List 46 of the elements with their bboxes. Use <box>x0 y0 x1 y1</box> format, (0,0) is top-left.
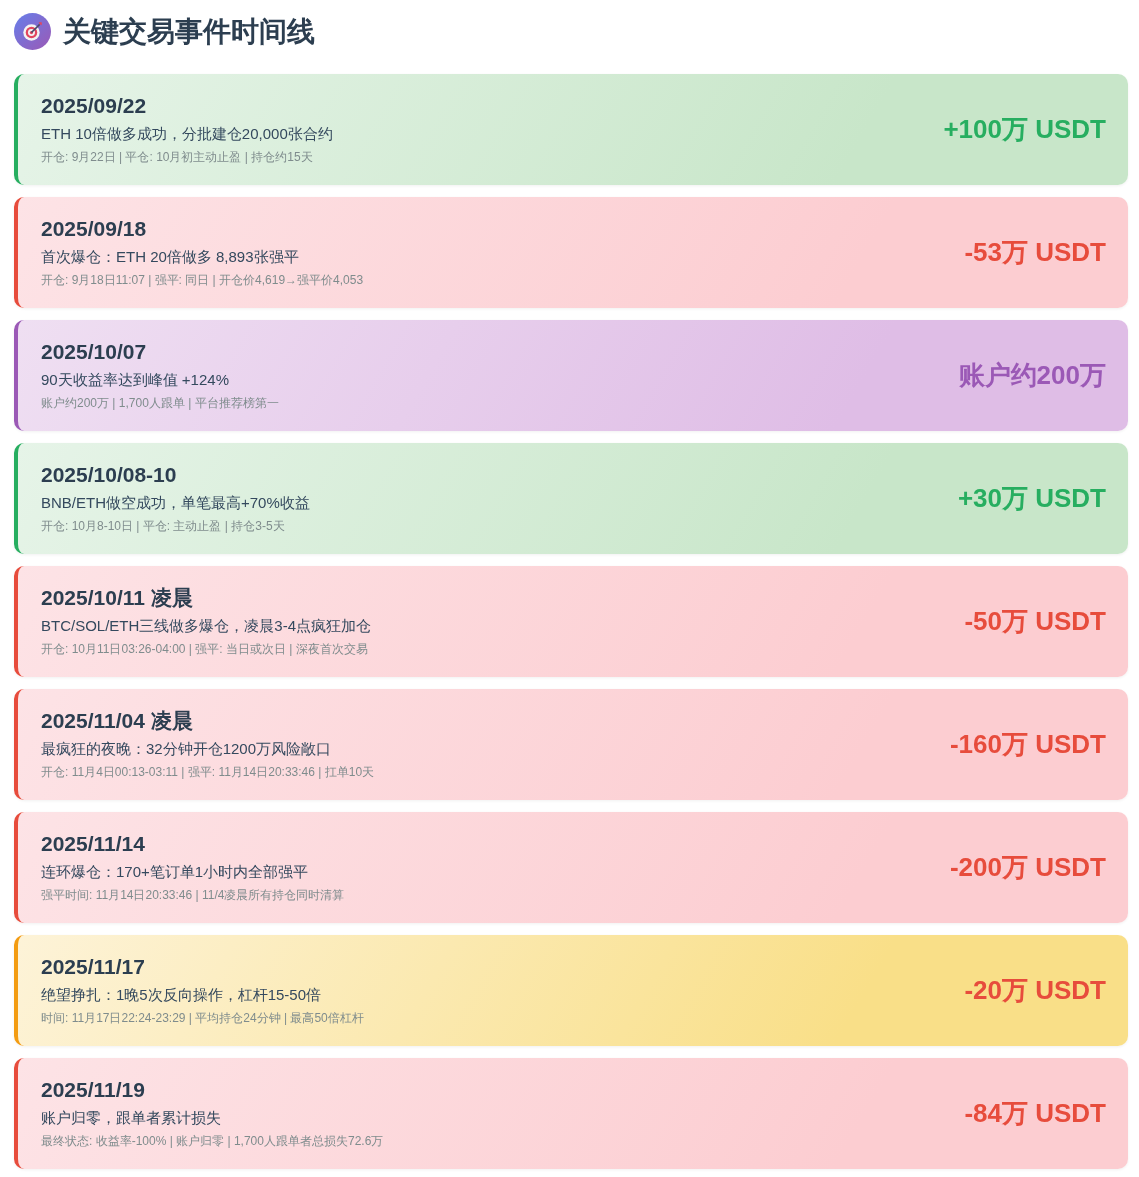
amount-value: +30万 USDT <box>957 482 1106 515</box>
event-details: 开仓: 11月4日00:13-03:11 | 强平: 11月14日20:33:46 | 扛单10天 <box>41 764 375 781</box>
event-description: 首次爆仓：ETH 20倍做多 8,893张强平 <box>41 247 299 267</box>
event-description: ETH 10倍做多成功，分批建仓20,000张合约 <box>41 124 333 144</box>
event-details: 账户约200万 | 1,700人跟单 | 平台推荐榜第一 <box>41 395 279 412</box>
event-details: 强平时间: 11月14日20:33:46 | 11/4凌晨所有持仓同时清算 <box>41 887 345 904</box>
event-date: 2025/11/14 <box>41 831 145 857</box>
event-card <box>14 443 1128 554</box>
page-title: 关键交易事件时间线 <box>63 15 315 49</box>
event-card <box>14 689 1128 800</box>
event-card <box>14 197 1128 308</box>
event-description: 最疯狂的夜晚：32分钟开仓1200万风险敞口 <box>41 739 332 759</box>
amount-value: -53万 USDT <box>964 236 1106 269</box>
event-date: 2025/11/19 <box>41 1077 145 1103</box>
event-card <box>14 74 1128 185</box>
amount-value: -50万 USDT <box>964 605 1106 638</box>
event-details: 开仓: 9月18日11:07 | 强平: 同日 | 开仓价4,619→强平价4,053 <box>41 272 364 289</box>
event-details: 开仓: 10月8-10日 | 平仓: 主动止盈 | 持仓3-5天 <box>41 518 285 535</box>
event-date: 2025/10/11 凌晨 <box>41 585 193 611</box>
event-description: 90天收益率达到峰值 +124% <box>41 370 229 390</box>
event-card <box>14 320 1128 431</box>
event-date: 2025/10/07 <box>41 339 147 365</box>
amount-value: 账户约200万 <box>958 359 1106 392</box>
event-date: 2025/09/22 <box>41 93 147 119</box>
event-card <box>14 812 1128 923</box>
event-details: 时间: 11月17日22:24-23:29 | 平均持仓24分钟 | 最高50倍杠杆 <box>41 1010 364 1027</box>
event-details: 开仓: 9月22日 | 平仓: 10月初主动止盈 | 持仓约15天 <box>41 149 313 166</box>
event-date: 2025/11/04 凌晨 <box>41 708 193 734</box>
amount-value: -20万 USDT <box>964 974 1106 1007</box>
event-description: 绝望挣扎：1晚5次反向操作，杠杆15-50倍 <box>41 985 322 1005</box>
amount-value: -160万 USDT <box>949 728 1106 761</box>
event-card <box>14 566 1128 677</box>
event-description: 连环爆仓：170+笔订单1小时内全部强平 <box>41 862 309 882</box>
amount-value: +100万 USDT <box>943 113 1106 146</box>
event-description: 账户归零，跟单者累计损失 <box>41 1108 221 1128</box>
event-date: 2025/11/17 <box>41 954 145 980</box>
event-card <box>14 935 1128 1046</box>
event-details: 开仓: 10月11日03:26-04:00 | 强平: 当日或次日 | 深夜首次交易 <box>41 641 368 658</box>
event-description: BTC/SOL/ETH三线做多爆仓，凌晨3-4点疯狂加仓 <box>41 616 372 636</box>
event-date: 2025/10/08-10 <box>41 462 177 488</box>
amount-value: -200万 USDT <box>949 851 1106 884</box>
event-description: BNB/ETH做空成功，单笔最高+70%收益 <box>41 493 310 513</box>
event-date: 2025/09/18 <box>41 216 147 242</box>
event-card <box>14 1058 1128 1169</box>
event-details: 最终状态: 收益率-100% | 账户归零 | 1,700人跟单者总损失72.6万 <box>41 1133 384 1150</box>
amount-value: -84万 USDT <box>964 1097 1106 1130</box>
